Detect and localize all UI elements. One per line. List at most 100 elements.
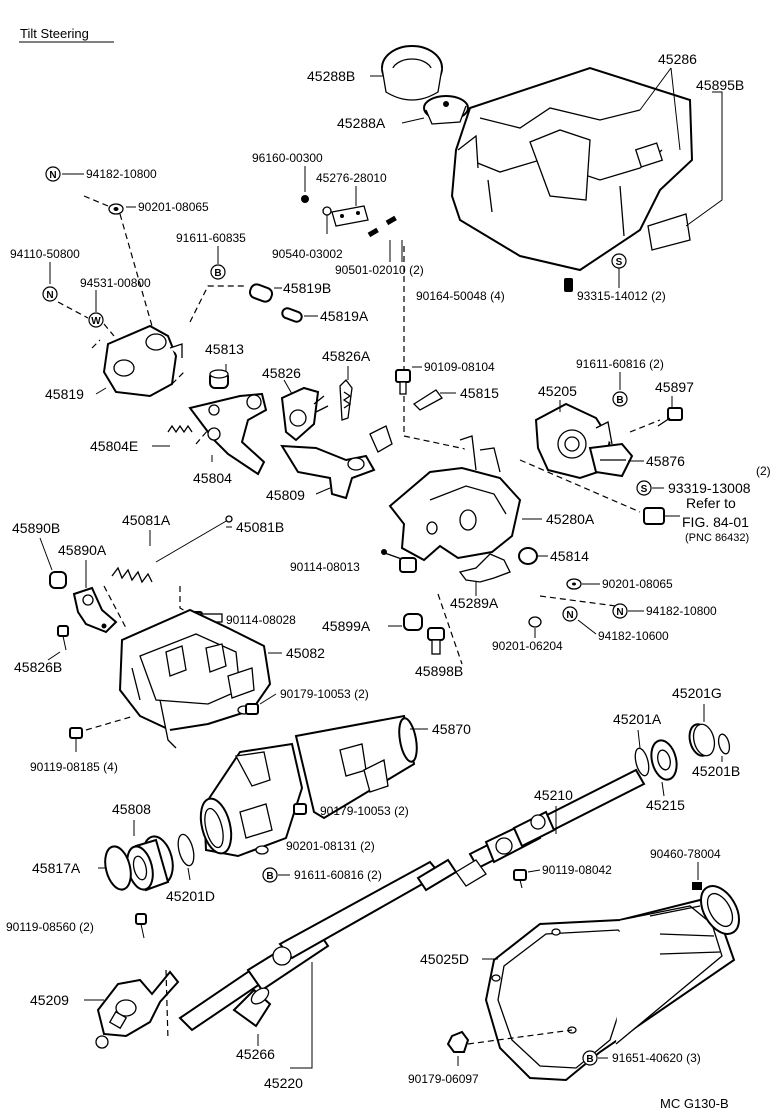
label-45817a: 45817A [32,860,81,876]
label-45826a: 45826A [322,348,371,364]
pin-90501-part [367,215,397,238]
bearing-45808-part [126,835,174,892]
label-90164-50048: 90164-50048 (4) [416,289,505,303]
label-fig-reference: FIG. 84-01 [682,514,749,530]
b-symbol-icon: B [262,867,278,883]
label-90201-08131: 90201-08131 (2) [286,839,375,853]
clamp-90460-78004-part [692,882,740,935]
label-45280a: 45280A [546,511,595,527]
svg-text:N: N [46,290,53,301]
bolt-90119-08560-part [135,913,147,939]
pin-90540-part [322,206,332,234]
label-45815: 45815 [460,385,499,401]
diagram-code: MC G130-B [660,1096,729,1111]
label-45289a: 45289A [450,595,499,611]
svg-text:S: S [641,484,648,495]
label-45025d: 45025D [420,951,469,967]
washer-90201-08065-mid-part [566,578,582,590]
main-bracket-45082-part [118,608,272,749]
s-symbol-icon: S [611,253,627,269]
part-45288a [423,95,469,125]
label-45876: 45876 [646,453,685,469]
label-90114-08028: 90114-08028 [226,613,296,627]
label-45826b: 45826B [14,659,62,675]
bearing-45215-part [650,739,678,781]
label-45895b: 45895B [696,77,744,93]
upper-shaft-45210-part [455,768,646,887]
bracket-45876-part [588,442,634,478]
label-45814: 45814 [550,548,589,564]
svg-text:S: S [616,257,623,268]
lever-45890a-part [72,586,118,634]
bushing-45819b-part [248,283,274,303]
label-45898b: 45898B [415,663,463,679]
label-45809: 45809 [266,487,305,503]
svg-text:B: B [586,1054,593,1065]
ring-45288b-part [381,45,443,101]
label-45081a: 45081A [122,512,171,528]
label-pnc-reference: (PNC 86432) [685,532,749,544]
svg-text:B: B [266,871,273,882]
label-93319-13008-qty: (2) [756,464,771,478]
bushing-45899a-part [403,613,423,631]
bolt-90114-08013-part [381,549,417,573]
nut-90179-10053-b-part [293,803,307,815]
bolt-90119-08042-part [513,869,527,889]
bracket-45819-part [91,324,185,398]
n-symbol-icon: N [562,606,578,622]
label-45819b: 45819B [283,280,331,296]
label-refer-to: Refer to [686,495,736,511]
label-90119-08560: 90119-08560 (2) [6,920,94,934]
label-45286: 45286 [658,51,697,67]
column-tube-45870-part [199,714,418,858]
label-90179-10053-b: 90179-10053 (2) [320,804,409,818]
label-45288a: 45288A [337,115,386,131]
label-45819: 45819 [45,386,84,402]
spring-45826a-part [339,379,353,421]
n-symbol-icon: N [612,603,628,619]
n-symbol-icon: N [42,286,58,302]
spring-45804e-part [167,424,209,445]
label-90460-78004: 90460-78004 [650,847,721,861]
bolt-90119-08185-part [69,727,83,752]
label-94182-10600: 94182-10600 [598,629,669,643]
svg-text:B: B [616,395,623,406]
nut-90179-06097-part [446,1030,470,1053]
bolt-90109-08104-part [395,369,411,395]
label-45870: 45870 [432,721,471,737]
label-90119-08185: 90119-08185 (4) [30,760,118,774]
label-45804e: 45804E [90,438,138,454]
label-90114-08013: 90114-08013 [290,560,360,574]
ring-45817a-part [104,845,132,891]
label-94110-50800: 94110-50800 [10,247,80,261]
label-45201g: 45201G [672,685,722,701]
plate-45276-28010-part [331,205,369,227]
bolt-45826b-part [57,625,69,651]
spring-45201g-part [688,723,716,757]
clip-45815-part [412,389,443,411]
washer-90201-08065-part [108,203,124,215]
label-45826: 45826 [262,365,301,381]
label-45210: 45210 [534,787,573,803]
label-45201b: 45201B [692,763,740,779]
tilt-bracket-45280a-part [388,435,522,562]
b-symbol-icon: B [210,264,226,280]
label-90501-02010: 90501-02010 (2) [335,263,424,277]
label-91611-60816-bottom: 91611-60816 (2) [294,868,382,882]
label-45215: 45215 [646,797,685,813]
label-45899a: 45899A [322,618,371,634]
diagram-title: Tilt Steering [20,26,89,41]
washer-90201-06204-part [528,616,542,628]
label-90179-06097: 90179-06097 [408,1072,479,1086]
label-45081b: 45081B [236,519,284,535]
n-symbol-icon: N [45,166,61,182]
column-cover-45286-part [450,66,694,272]
label-93319-13008: 93319-13008 [668,480,751,496]
screw-45897-part [657,407,683,427]
lever-45826-part [280,386,329,442]
svg-text:N: N [49,170,56,181]
label-94531-00800: 94531-00800 [80,276,151,290]
label-plate-45895b-part [647,213,691,251]
